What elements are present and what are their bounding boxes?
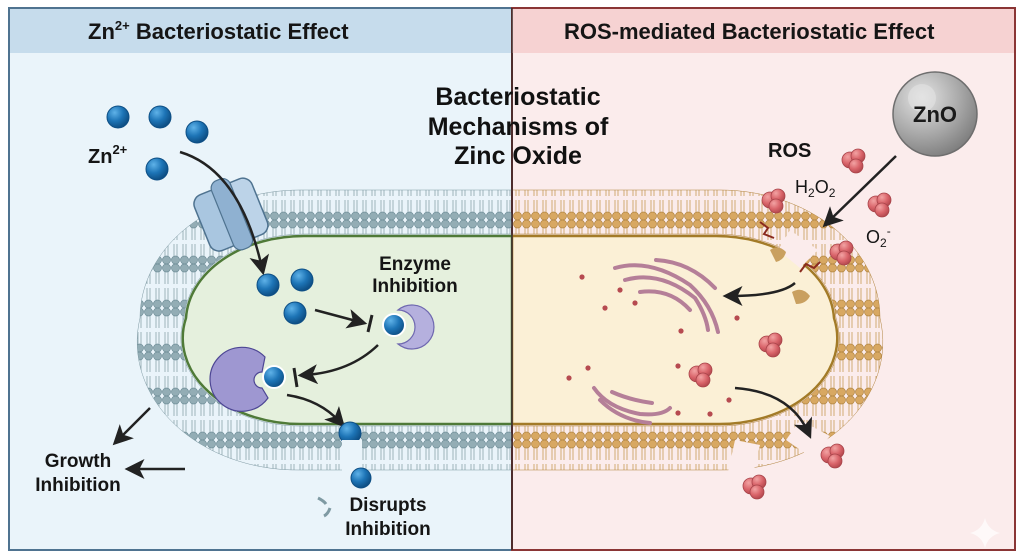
inhibition-bar [292,367,299,388]
h2o2-label: H2O2 [795,177,836,200]
lipid-damage-crack [799,261,821,273]
binding-arrow [314,308,368,329]
zinc-ion [148,105,172,129]
ros-molecule [829,240,854,266]
debris-particle [707,411,713,417]
lipid-damage-crack [759,221,775,239]
ros-molecule [820,443,845,469]
damaged-protein [792,289,810,304]
main-title: Bacteriostatic Mechanisms of Zinc Oxide [428,83,609,170]
right-panel-header [512,9,1014,53]
ros-efflux-arrow [734,386,812,439]
debris-particle [579,274,585,280]
zinc-ion [290,268,314,292]
dna-strand [598,398,652,425]
superoxide-label: O2- [866,224,891,250]
dna-damage-arrow [722,282,796,306]
zno-label: ZnO [913,102,957,127]
binding-arrow [297,344,379,385]
membrane-rupture [728,440,760,478]
debris-particle [585,365,591,371]
membrane-fragment [323,507,332,518]
damaged-protein [770,247,786,262]
zinc-ion-bound [262,365,286,389]
dna-strand [623,275,710,332]
zinc-ion [145,157,169,181]
zinc-ion-label: Zn2+ [88,142,128,168]
zinc-ion [256,273,280,297]
debris-particle [632,300,638,306]
dna-fragments [592,258,720,425]
enzyme-inhibition-label-line-2: Inhibition [372,276,457,297]
dna-strand [654,258,717,290]
zno-particle: ZnO [892,71,978,157]
zinc-ion [350,467,372,489]
membrane-fragment [317,496,328,505]
main-title-line-2: Mechanisms of [428,113,609,141]
debris-particle [734,315,740,321]
ion-channel [193,177,269,252]
ros-molecules [688,148,892,500]
dna-strand [613,263,720,334]
ion-entry-arrow [179,150,270,276]
cell-membrane-left [136,189,512,471]
ros-molecule [867,192,892,218]
disrupts-inhibition-label-line-1: Disrupts [349,495,426,516]
membrane-rupture [778,230,818,268]
ros-molecule [688,362,713,388]
enzyme-large [209,346,269,412]
enzyme-small [396,304,435,350]
zinc-ion [106,105,130,129]
zinc-ion [185,120,209,144]
growth-inhibition-label-line-2: Inhibition [35,475,120,496]
dna-strand [610,390,654,405]
debris-particle [675,410,681,416]
zinc-ion-bound [382,313,406,337]
main-title-line-3: Zinc Oxide [454,142,582,170]
membrane-disruption-gap [342,440,362,474]
cellular-debris [566,274,740,417]
bacterial-cell-left-half [136,189,512,471]
cytoplasm-right [512,234,839,426]
disruption-arrow [286,393,346,428]
debris-particle [726,397,732,403]
right-panel-title: ROS-mediated Bacteriostatic Effect [564,19,935,44]
left-panel-title: Zn2+ Bacteriostatic Effect [88,18,349,44]
debris-particle [602,305,608,311]
ros-label: ROS [768,140,811,162]
ros-release-arrow [822,155,897,228]
growth-inhibition-arrow [112,407,151,446]
debris-particle [617,287,623,293]
ros-molecule [758,332,783,358]
ros-molecule [841,148,866,174]
ros-molecule [761,188,786,214]
zinc-ions-extracellular [106,105,209,181]
bacterial-cell-right-half [512,189,884,478]
inhibition-bar [366,314,374,333]
debris-particle [678,328,684,334]
growth-inhibition-label-line-1: Growth [45,451,112,472]
dna-strand [592,386,672,417]
debris-particle [566,375,572,381]
left-panel-header [10,9,512,53]
sparkle-icon [970,518,1000,548]
enzyme-inhibition-label-line-1: Enzyme [379,254,451,275]
debris-particle [675,363,681,369]
ros-molecule [742,474,767,500]
cell-membrane-right [512,189,884,471]
zinc-ion [283,301,307,325]
dna-strand [638,289,692,312]
disrupts-inhibition-label-line-2: Inhibition [345,519,430,540]
main-title-line-1: Bacteriostatic [435,83,600,111]
